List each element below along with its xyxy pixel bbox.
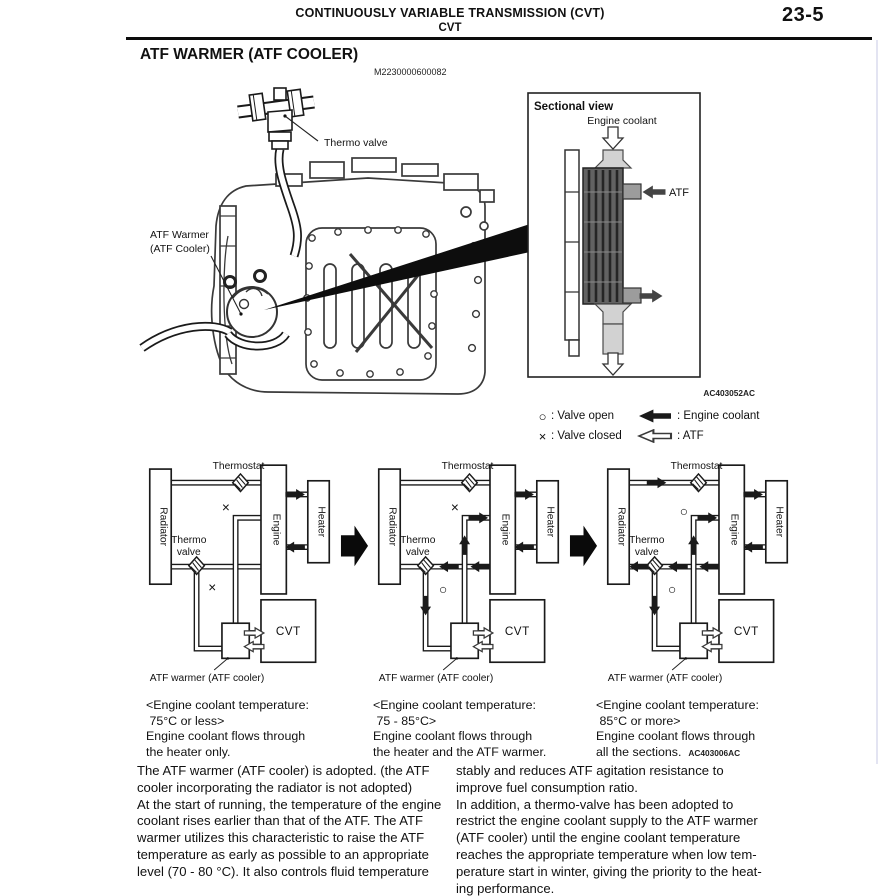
- thermostat-state-mark: ×: [451, 500, 459, 515]
- radiator-label: Radiator: [615, 507, 626, 546]
- atf-warmer-label-line2: (ATF Cooler): [150, 243, 210, 255]
- heater-in-arrow-icon: [285, 488, 305, 500]
- engine-box: [718, 464, 746, 595]
- radiator-box: [377, 468, 402, 586]
- flow-diagram-1: × × Thermostat Radiator Thermo valve Eng…: [148, 461, 331, 684]
- heater-box: [535, 479, 560, 564]
- radiator-box: [148, 468, 173, 586]
- atf-label: ATF: [669, 187, 689, 199]
- engine-coolant-legend-label: : Engine coolant: [677, 410, 760, 422]
- atf-warmer-box: [221, 622, 251, 660]
- page-header-title: CONTINUOUSLY VARIABLE TRANSMISSION (CVT): [295, 6, 605, 20]
- body-column-right: stably and reduces ATF agitation resista…: [456, 763, 762, 896]
- thermo-valve-label-2: valve: [177, 547, 201, 558]
- heater-label: Heater: [545, 506, 556, 537]
- thermo-valve-state-mark: ○: [668, 582, 676, 597]
- heater-label: Heater: [774, 506, 785, 537]
- cvt-label: CVT: [734, 625, 759, 638]
- cvt-box: [489, 598, 546, 664]
- page-number: 23-5: [782, 4, 825, 26]
- thermostat-label: Thermostat: [442, 461, 494, 472]
- atf-warmer-caption-label: ATF warmer (ATF cooler): [608, 673, 722, 684]
- atf-warmer-box: [679, 622, 709, 660]
- thermo-valve-label-2: valve: [406, 547, 430, 558]
- engine-label: Engine: [500, 514, 511, 546]
- atf-legend-label: : ATF: [677, 430, 704, 442]
- figure-code-2: AC403006AC: [688, 747, 741, 758]
- atf-warmer-box: [450, 622, 480, 660]
- thermo-valve-symbol: [188, 556, 206, 576]
- step-arrow-icon: [569, 525, 598, 567]
- valve-open-label: : Valve open: [551, 410, 615, 422]
- radiator-label: Radiator: [157, 507, 168, 546]
- engine-box: [260, 464, 288, 595]
- legend-row-valve-closed: × : Valve closed : ATF: [534, 426, 759, 446]
- thermostat-valve-symbol: [460, 473, 479, 493]
- thermo-valve-label: Thermo valve: [324, 137, 388, 149]
- sectional-view-figure: Sectional view Engine coolant ATF: [527, 92, 701, 378]
- legend-row-valve-open: ○ : Valve open : Engine coolant: [534, 406, 760, 426]
- caption-diagram-3: <Engine coolant temperature: 85°C or mor…: [596, 698, 796, 761]
- sectional-callout-wedge: [264, 224, 530, 310]
- engine-label: Engine: [729, 514, 740, 546]
- atf-warmer-caption-label: ATF warmer (ATF cooler): [379, 673, 493, 684]
- heat-exchanger: [564, 149, 642, 357]
- engine-box: [489, 464, 517, 595]
- thermo-valve-label-1: Thermo: [400, 535, 436, 546]
- engine-label: Engine: [271, 514, 282, 546]
- figure-code-1: AC403052AC: [703, 388, 755, 398]
- cvt-label: CVT: [276, 625, 301, 638]
- thermo-valve-symbol: [646, 556, 664, 576]
- caption-diagram-2: <Engine coolant temperature: 75 - 85°C> …: [373, 698, 547, 759]
- flow-diagram-3: ○ ○ Thermostat Radiator Thermo valve Eng…: [606, 461, 789, 684]
- valve-open-symbol: ○: [538, 408, 547, 424]
- radiator-label: Radiator: [386, 507, 397, 546]
- radiator-box: [606, 468, 631, 586]
- header-rule: [126, 37, 872, 40]
- thermo-valve-symbol: [417, 556, 435, 576]
- top-engine-components: [223, 157, 495, 365]
- caption-diagram-1: <Engine coolant temperature: 75°C or les…: [146, 698, 309, 759]
- section-title: ATF WARMER (ATF COOLER): [140, 46, 359, 63]
- thermo-valve-state-mark: ×: [208, 580, 216, 595]
- atf-warmer-caption-label: ATF warmer (ATF cooler): [150, 673, 264, 684]
- heater-box: [306, 479, 331, 564]
- section-code: M2230000600082: [374, 67, 447, 77]
- cvt-box: [260, 598, 317, 664]
- thermostat-label: Thermostat: [671, 461, 723, 472]
- thermo-valve-label-2: valve: [635, 547, 659, 558]
- thermostat-state-mark: ○: [680, 504, 688, 519]
- flow-diagram-2: × ○ Thermostat Radiator Thermo valve Eng…: [377, 461, 560, 684]
- thermostat-state-mark: ×: [222, 500, 230, 515]
- page-header-subtitle: CVT: [438, 22, 462, 34]
- heater-label: Heater: [316, 506, 327, 537]
- valve-closed-symbol: ×: [538, 428, 547, 444]
- step-arrow-icon: [340, 525, 369, 567]
- thermo-valve-assembly: [248, 87, 305, 150]
- heater-out-arrow-icon: [285, 541, 305, 553]
- legend: ○ : Valve open : Engine coolant × : Valv…: [534, 406, 760, 446]
- atf-warmer-label-line1: ATF Warmer: [150, 229, 209, 241]
- thermostat-valve-symbol: [689, 473, 708, 493]
- thermostat-label: Thermostat: [213, 461, 265, 472]
- valve-closed-label: : Valve closed: [551, 430, 622, 442]
- engine-coolant-label: Engine coolant: [587, 115, 657, 127]
- thermostat-valve-symbol: [231, 473, 250, 493]
- cvt-label: CVT: [505, 625, 530, 638]
- body-column-left: The ATF warmer (ATF cooler) is adopted. …: [137, 763, 442, 879]
- page-edge-line: [876, 40, 878, 764]
- engine-coolant-arrow-icon: [639, 409, 671, 423]
- flow-schematics-row: × × Thermostat Radiator Thermo valve Eng…: [140, 456, 798, 688]
- heater-box: [764, 479, 789, 564]
- thermo-valve-label-1: Thermo: [629, 535, 665, 546]
- figure-callouts: Thermo valve ATF Warmer (ATF Cooler): [150, 114, 388, 316]
- thermo-valve-state-mark: ○: [439, 582, 447, 597]
- atf-arrow-icon: [637, 429, 673, 443]
- coolant-flow-arrows: [420, 488, 534, 616]
- caption-text: <Engine coolant temperature: 85°C or mor…: [596, 698, 759, 759]
- sectional-view-title: Sectional view: [534, 101, 613, 113]
- thermo-valve-label-1: Thermo: [171, 535, 207, 546]
